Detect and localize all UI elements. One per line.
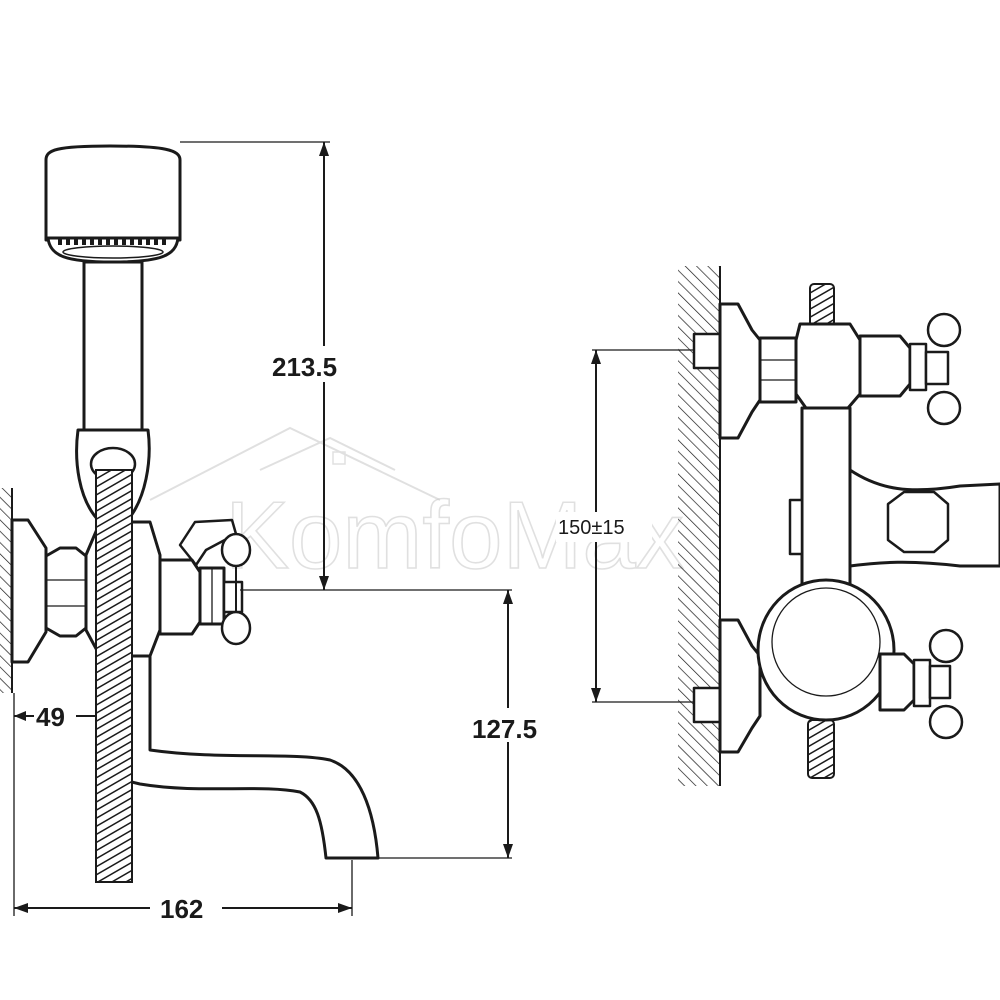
top-thread [809,283,835,329]
spout-outlet-nut [886,490,950,554]
valve-bonnet [158,558,226,636]
wall-flange [10,518,48,664]
side-view: 150±15 [556,266,1000,786]
label-wall-offset: 49 [36,702,65,732]
label-shower-height: 213.5 [272,352,337,382]
dimension-shower-height: 213.5 [180,141,362,591]
cross-handle [220,532,252,646]
label-inlet-spacing: 150±15 [558,517,625,539]
lower-inlet-stub [692,686,722,724]
bath-spout [96,654,380,860]
middle-collar [788,498,804,556]
house-logo-icon [149,426,441,501]
dimension-wall-offset: 49 [14,700,96,732]
front-view: 213.5 127.5 49 162 [0,141,556,926]
lower-handle-assembly [878,628,964,740]
hex-nut [44,546,88,638]
lower-round-body [756,578,896,722]
shower-hose [95,469,133,883]
upper-hex-nut [758,336,798,404]
upper-handle-assembly [858,312,962,426]
dimension-spout-drop: 127.5 [330,589,556,859]
lower-flange [718,618,762,754]
bottom-thread [807,719,835,779]
dimension-inlet-spacing: 150±15 [556,349,694,703]
shower-handle-tube [82,260,144,434]
hand-shower-head [44,144,182,264]
dimension-spout-reach: 162 [13,693,353,926]
upper-valve-body [794,322,862,410]
label-spout-drop: 127.5 [472,714,537,744]
upper-flange [718,302,762,440]
wall-left [0,488,13,693]
label-spout-reach: 162 [160,894,203,924]
upper-inlet-stub [692,332,722,370]
